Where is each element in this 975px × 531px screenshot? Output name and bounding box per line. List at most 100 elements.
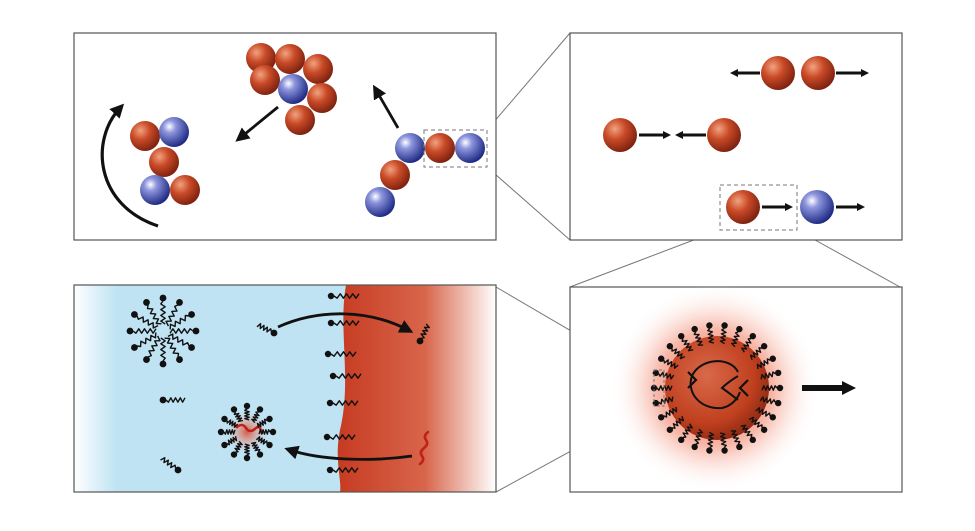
chain-cluster xyxy=(365,133,485,217)
oil-core xyxy=(227,412,267,452)
surfactant-icon xyxy=(255,436,273,449)
blue-particle xyxy=(159,117,189,147)
surfactant-icon xyxy=(759,396,782,407)
oil-phase xyxy=(337,285,496,492)
red-particle xyxy=(130,121,160,151)
surfactant-icon xyxy=(691,325,704,346)
surfactant-icon xyxy=(658,406,678,421)
surfactant-icon xyxy=(706,322,715,344)
surfactant-icon xyxy=(217,428,236,436)
motion-arrow xyxy=(284,445,413,461)
surfactant-icon xyxy=(730,325,743,348)
surfactant-icon xyxy=(706,431,715,454)
surfactant-icon xyxy=(691,428,704,451)
free-surfactants xyxy=(159,323,430,474)
blue-particle xyxy=(278,74,308,104)
droplet xyxy=(665,336,769,440)
red-particle xyxy=(285,105,315,135)
curved-rotation-arrow xyxy=(100,103,159,228)
surfactant-icon xyxy=(251,406,264,424)
surfactant-icon xyxy=(126,327,157,335)
surfactant-icon xyxy=(741,332,756,353)
surfactant-icon xyxy=(131,311,159,329)
surfactant-icon xyxy=(719,432,728,454)
droplet-surfactants xyxy=(650,322,784,454)
panel-particle-clusters xyxy=(73,32,497,241)
red-particle xyxy=(149,147,179,177)
surfactant-icon xyxy=(416,323,430,345)
red-particle xyxy=(307,83,337,113)
surfactant-icon xyxy=(169,311,195,330)
surfactant-icon xyxy=(164,337,183,363)
surfactant-icon xyxy=(159,337,167,368)
oil-loaded-micelle xyxy=(217,402,277,462)
micelle-icon xyxy=(126,294,200,368)
surfactant-icon xyxy=(131,332,157,351)
surfactant-icon xyxy=(243,402,251,421)
surfactant-icon xyxy=(756,355,776,370)
flower-cluster xyxy=(246,43,337,135)
surfactant-icon xyxy=(221,415,239,428)
blue-particle xyxy=(395,133,425,163)
surfactant-icon xyxy=(221,435,238,449)
blue-particle xyxy=(455,133,485,163)
surfactant-icon xyxy=(748,416,768,433)
surfactant-icon xyxy=(159,294,167,325)
panel-self-propelled-droplet xyxy=(569,283,903,493)
surfactant-icon xyxy=(143,335,161,363)
red-particle xyxy=(603,118,637,152)
surfactant-icon xyxy=(730,430,743,451)
dashed-zoom-box xyxy=(653,369,665,407)
red-particle xyxy=(726,190,760,224)
surfactant-icon xyxy=(326,466,359,474)
surfactant-icon xyxy=(760,369,782,380)
surfactant-icon xyxy=(658,355,679,369)
red-particle xyxy=(801,56,835,90)
red-particle xyxy=(303,54,333,84)
dashed-zoom-box xyxy=(423,129,488,168)
surfactant-icon xyxy=(160,457,182,474)
surfactant-icon xyxy=(327,292,360,300)
surfactant-icon xyxy=(749,343,768,361)
triangle-cluster xyxy=(130,117,200,205)
red-particle xyxy=(380,160,410,190)
surfactant-icon xyxy=(230,440,243,458)
surfactant-icon xyxy=(243,443,251,462)
particle-pairs xyxy=(603,56,869,224)
surfactant-icon xyxy=(230,406,244,423)
surfactant-icon xyxy=(169,327,200,335)
surfactant-icon xyxy=(678,423,693,444)
panel-water-oil-interface xyxy=(73,284,497,493)
surfactant-icon xyxy=(167,333,195,351)
surfactant-icon xyxy=(250,441,264,458)
red-particle xyxy=(707,118,741,152)
surfactant-icon xyxy=(324,350,357,358)
surfactant-icon xyxy=(666,415,685,433)
panel-pairwise-interactions xyxy=(569,32,903,241)
surfactant-icon xyxy=(666,343,686,360)
oil-molecule xyxy=(235,423,264,435)
surfactant-icon xyxy=(719,322,728,345)
surfactant-icon xyxy=(256,323,278,337)
interface-surfactants xyxy=(323,292,362,474)
motion-arrow xyxy=(372,84,400,129)
red-particle xyxy=(425,133,455,163)
surfactant-icon xyxy=(327,319,360,327)
motion-arrow xyxy=(277,312,414,333)
surfactant-icon xyxy=(159,396,186,404)
blue-particle xyxy=(365,187,395,217)
surfactant-icon xyxy=(256,415,273,429)
surfactant-icon xyxy=(323,433,356,441)
red-particle xyxy=(275,44,305,74)
internal-flow-icon xyxy=(687,360,749,410)
oil-molecule xyxy=(418,430,430,466)
red-particle xyxy=(761,56,795,90)
blue-particle xyxy=(140,175,170,205)
blue-particle xyxy=(800,190,834,224)
surfactant-icon xyxy=(761,384,784,392)
surfactant-icon xyxy=(143,299,162,325)
surfactant-icon xyxy=(258,428,277,436)
surfactant-icon xyxy=(165,299,183,327)
